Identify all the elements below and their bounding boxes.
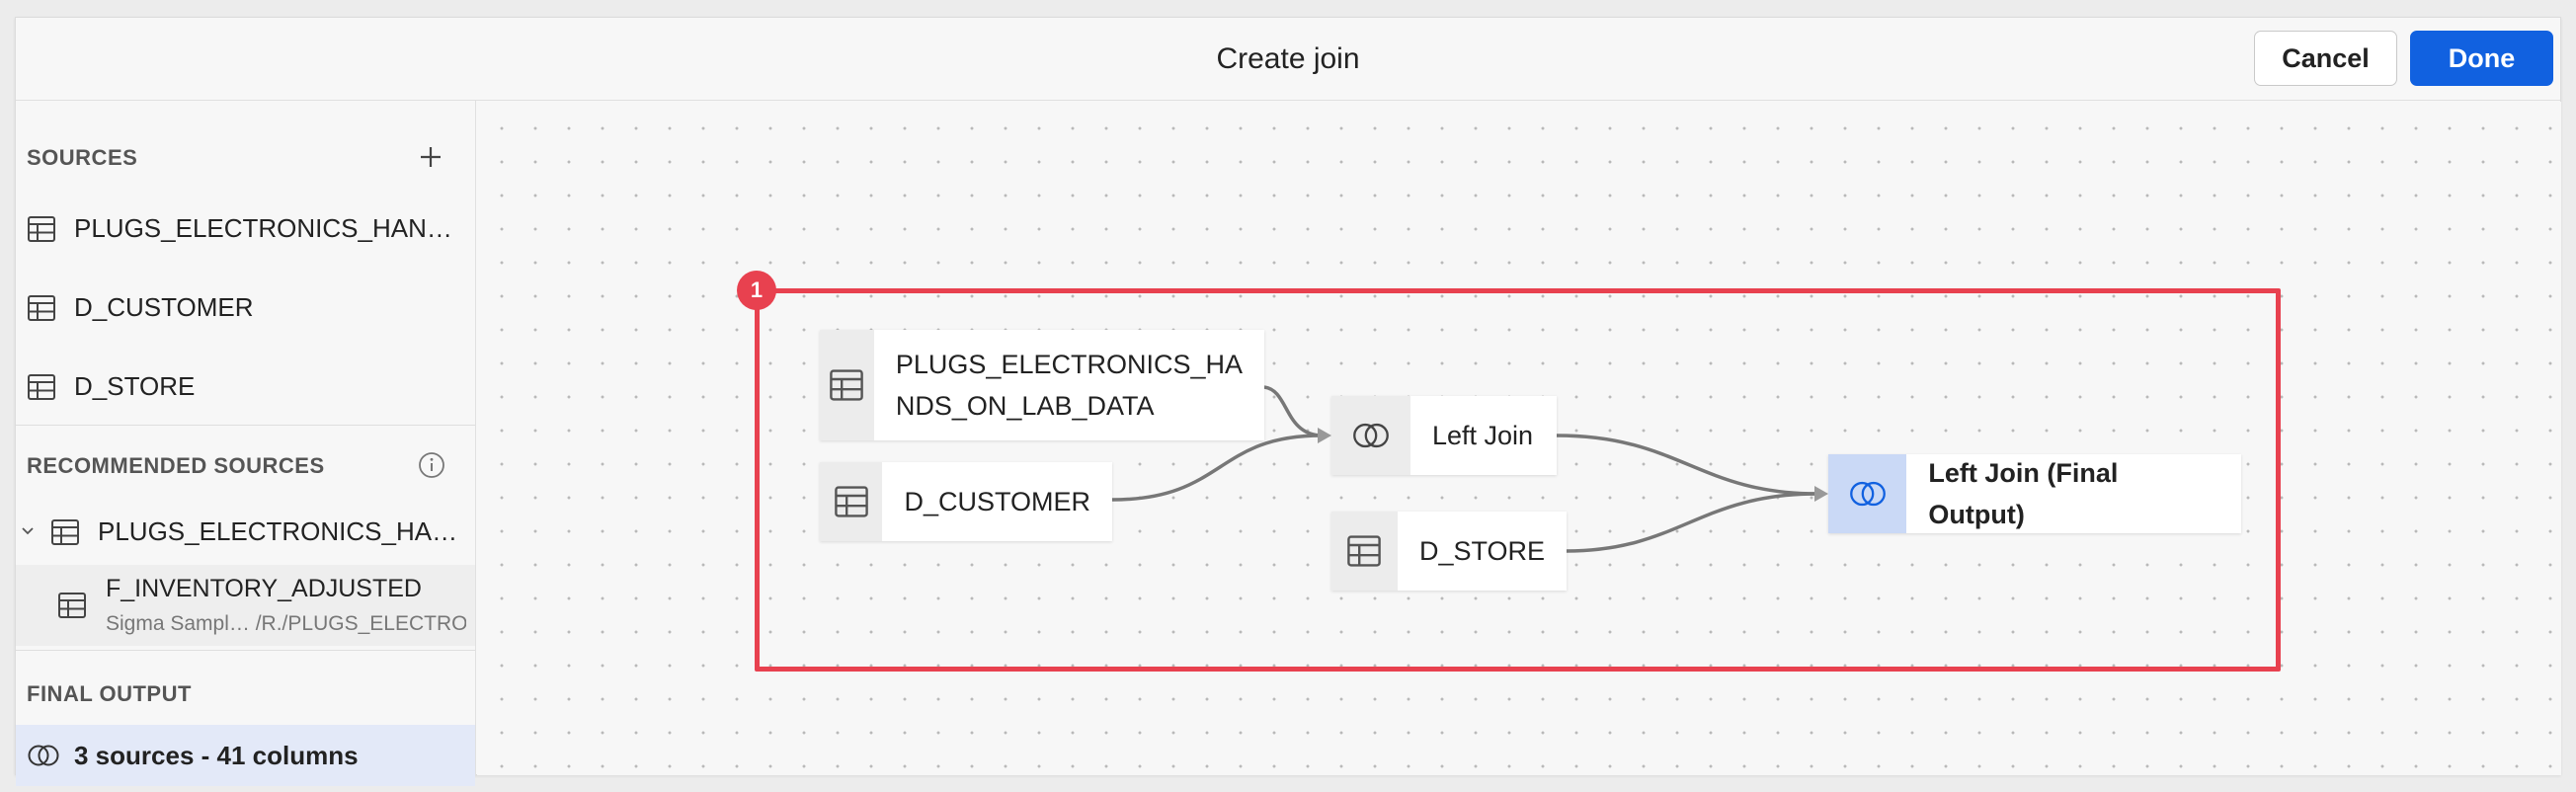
- source-item-customer[interactable]: D_CUSTOMER: [16, 270, 475, 345]
- sidebar: SOURCES PLUGS_ELECTRONICS_HANDS_ON_LAB_D…: [16, 101, 476, 786]
- node-label-line1: PLUGS_ELECTRONICS_HA: [895, 350, 1243, 379]
- node-source-plugs[interactable]: PLUGS_ELECTRONICS_HA NDS_ON_LAB_DATA: [820, 330, 1264, 440]
- node-source-customer[interactable]: D_CUSTOMER: [820, 462, 1112, 541]
- node-icon-area: [1828, 454, 1907, 533]
- dialog-title: Create join: [1216, 42, 1360, 75]
- table-icon: [58, 593, 86, 618]
- source-item-label: PLUGS_ELECTRONICS_HANDS_ON_LAB_DATA: [74, 213, 469, 243]
- node-left-join[interactable]: Left Join: [1331, 396, 1557, 475]
- node-label: D_STORE: [1418, 536, 1545, 566]
- table-icon: [28, 295, 55, 321]
- add-source-button[interactable]: [414, 140, 447, 174]
- annotation-badge: 1: [737, 271, 776, 310]
- section-divider: [16, 425, 475, 426]
- node-icon-area: [820, 462, 883, 541]
- recommended-child-path: Sigma Sampl… /R./PLUGS_ELECTRONICS: [106, 612, 466, 635]
- final-output-section-title: FINAL OUTPUT: [27, 681, 192, 706]
- sources-section-title: SOURCES: [27, 145, 138, 170]
- info-icon: [419, 452, 444, 478]
- final-output-item[interactable]: 3 sources - 41 columns: [16, 725, 475, 786]
- node-icon-area: [1331, 396, 1410, 475]
- recommended-child-item[interactable]: F_INVENTORY_ADJUSTED Sigma Sampl… /R./PL…: [16, 565, 475, 646]
- section-divider: [16, 650, 475, 651]
- annotation-highlight-box: [755, 288, 2281, 672]
- recommended-item-label: PLUGS_ELECTRONICS_HANDS_ON_LAB_DATA: [98, 516, 468, 546]
- source-item-label: D_STORE: [74, 371, 196, 401]
- source-item-plugs[interactable]: PLUGS_ELECTRONICS_HANDS_ON_LAB_DATA: [16, 191, 475, 266]
- recommended-item-plugs[interactable]: PLUGS_ELECTRONICS_HANDS_ON_LAB_DATA: [16, 494, 475, 569]
- node-label: Left Join (Final Output): [1928, 458, 2119, 529]
- recommended-info-button[interactable]: [415, 448, 448, 482]
- node-label: D_CUSTOMER: [904, 487, 1090, 516]
- node-label: Left Join: [1432, 421, 1534, 450]
- done-button[interactable]: Done: [2410, 31, 2553, 86]
- table-icon: [834, 486, 868, 517]
- recommended-section-title: RECOMMENDED SOURCES: [27, 453, 325, 478]
- join-icon: [1849, 481, 1886, 507]
- dialog-header: Create join Cancel Done: [16, 18, 2560, 101]
- node-label-line2: NDS_ON_LAB_DATA: [895, 391, 1155, 421]
- table-icon: [1347, 535, 1382, 567]
- final-output-summary: 3 sources - 41 columns: [74, 741, 359, 770]
- plus-icon: [421, 147, 441, 167]
- node-icon-area: [820, 330, 874, 440]
- source-item-label: D_CUSTOMER: [74, 292, 254, 322]
- cancel-button[interactable]: Cancel: [2254, 31, 2397, 86]
- source-item-store[interactable]: D_STORE: [16, 349, 475, 424]
- table-icon: [51, 519, 79, 545]
- recommended-child-name: F_INVENTORY_ADJUSTED: [106, 575, 422, 602]
- table-icon: [28, 374, 55, 400]
- join-icon: [1353, 423, 1389, 448]
- chevron-down-icon[interactable]: [20, 523, 36, 539]
- node-icon-area: [1331, 512, 1398, 591]
- node-source-store[interactable]: D_STORE: [1331, 512, 1567, 591]
- table-icon: [28, 216, 55, 242]
- table-icon: [830, 369, 864, 401]
- node-label: PLUGS_ELECTRONICS_HA NDS_ON_LAB_DATA: [874, 330, 1264, 440]
- join-icon: [28, 745, 59, 766]
- node-final-output-join[interactable]: Left Join (Final Output): [1828, 454, 2241, 533]
